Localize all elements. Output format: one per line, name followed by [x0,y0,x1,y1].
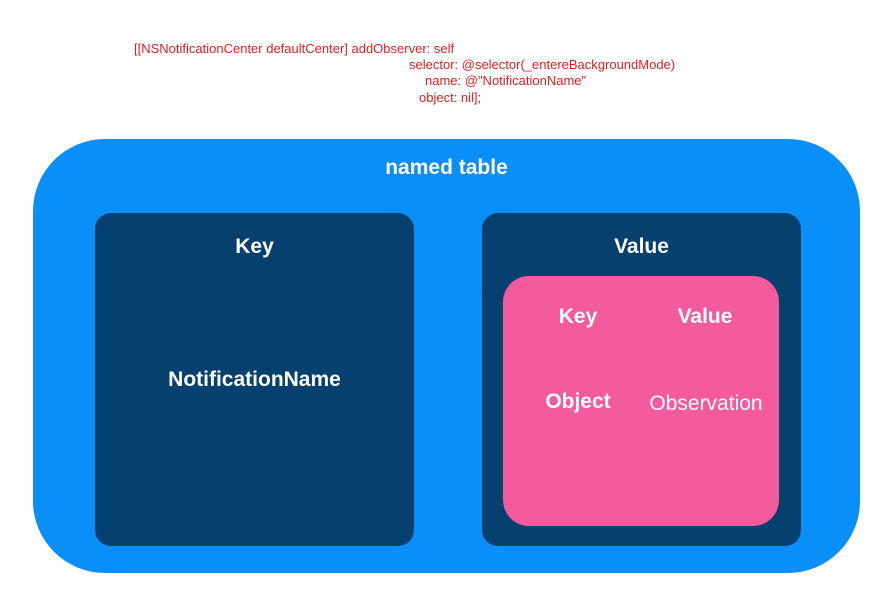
key-panel-header: Key [235,235,274,258]
code-line-4: object: nil]; [419,90,482,105]
inner-key-header: Key [558,305,598,328]
inner-value-header: Value [677,305,733,328]
inner-key-content: Object [545,390,611,413]
value-panel-header: Value [614,235,669,258]
code-line-1: [[NSNotificationCenter defaultCenter] ad… [134,41,455,56]
code-line-2: selector: @selector(_entereBackgroundMod… [409,57,676,72]
key-panel [95,213,414,546]
inner-table [503,276,779,526]
inner-value-content: Observation [649,392,763,415]
key-panel-content: NotificationName [168,368,341,391]
code-line-3: name: @"NotificationName" [425,73,587,88]
named-table-title: named table [385,156,508,179]
